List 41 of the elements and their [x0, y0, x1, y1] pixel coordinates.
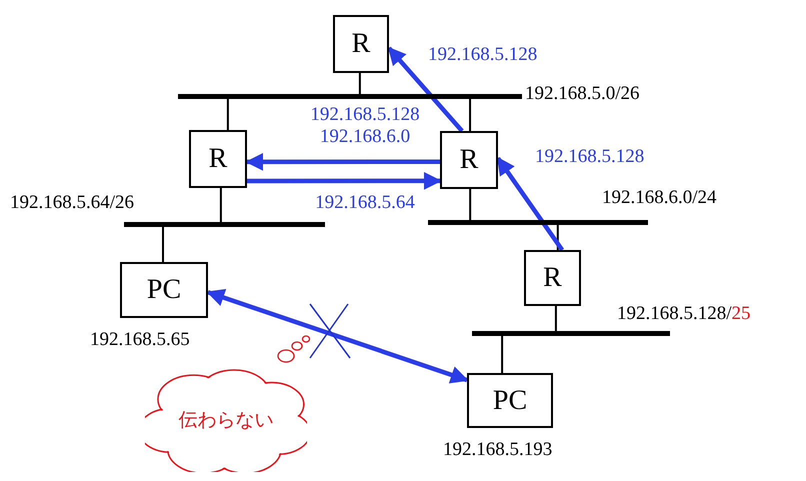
- device-box: [524, 250, 581, 306]
- device-label: R: [543, 264, 562, 292]
- device-label: PC: [146, 276, 182, 304]
- connection-line: [556, 225, 559, 250]
- device-label: R: [352, 30, 370, 58]
- connection-line: [162, 227, 164, 262]
- edge-label: 192.168.5.128: [535, 146, 644, 168]
- network-bus: [124, 222, 325, 227]
- network-address: 192.168.5.0/26: [525, 84, 640, 105]
- edge-label: 192.168.5.64: [314, 192, 416, 214]
- connection-line: [358, 73, 361, 94]
- device-box: [333, 15, 389, 73]
- device-box: [120, 262, 208, 318]
- device-label: R: [208, 145, 228, 173]
- network-bus: [178, 94, 522, 99]
- route-arrow: [206, 288, 469, 384]
- network-address: 192.168.5.193: [443, 440, 552, 461]
- route-arrow: [245, 152, 440, 171]
- connection-line: [220, 188, 222, 222]
- edge-label: 192.168.5.128 192.168.6.0: [309, 104, 421, 148]
- device-label: PC: [492, 386, 528, 414]
- route-arrow: [496, 156, 564, 252]
- network-address: 192.168.5.64/26: [10, 193, 134, 214]
- network-address: 192.168.5.128/25: [617, 304, 751, 325]
- cloud-text: 伝わらない: [178, 408, 274, 433]
- connection-line: [226, 99, 229, 130]
- route-arrow: [247, 172, 442, 190]
- route-arrow: [387, 46, 464, 132]
- device-label: R: [460, 146, 478, 174]
- device-box: [467, 373, 553, 428]
- edge-label: 192.168.5.128: [428, 44, 538, 66]
- device-box: [440, 131, 498, 189]
- device-box: [189, 130, 247, 188]
- network-bus: [428, 220, 648, 225]
- connection-line: [469, 189, 472, 220]
- connection-line: [501, 336, 504, 373]
- network-address: 192.168.5.65: [90, 330, 190, 351]
- network-bus: [472, 331, 670, 336]
- connection-line: [554, 306, 557, 331]
- network-address: 192.168.6.0/24: [602, 188, 717, 209]
- connection-line: [469, 99, 472, 131]
